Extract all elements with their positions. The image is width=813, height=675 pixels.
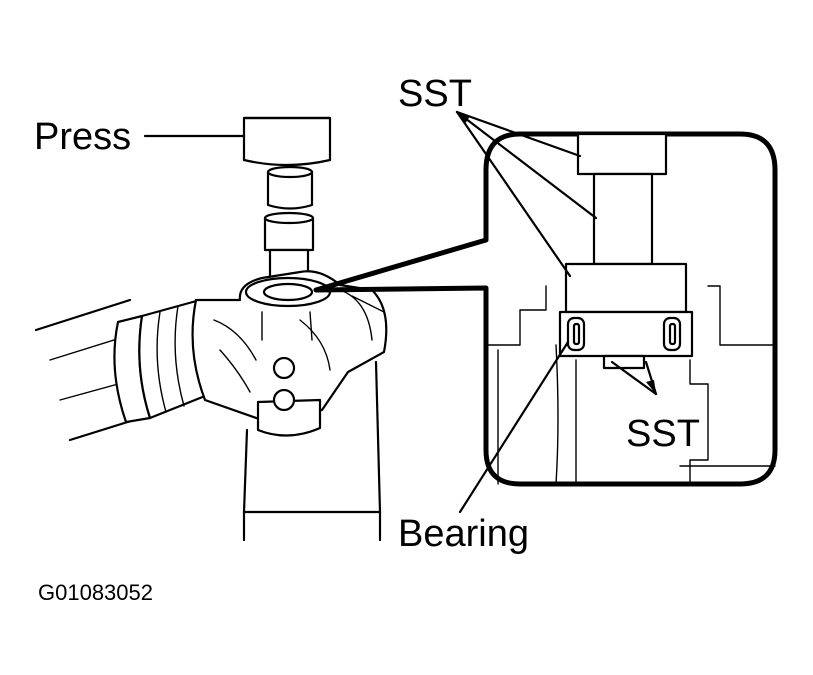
sst-label-top: SST [398, 73, 472, 115]
bearing-label: Bearing [398, 513, 529, 555]
sst-top-leader-2 [455, 110, 598, 220]
detail-inner [485, 132, 776, 485]
sst-top-leader-1 [455, 110, 582, 158]
detail-callout [313, 131, 778, 487]
figure-code: G01083052 [38, 580, 153, 605]
sst-bottom-leader-1 [610, 360, 658, 396]
sst-top-leader-3 [455, 110, 572, 278]
steering-gear-housing [191, 270, 388, 437]
sst-adapter-upper [263, 165, 315, 287]
bearing-leader [458, 340, 570, 514]
press-ram [242, 116, 332, 167]
press-table [242, 360, 382, 542]
leader-lines [143, 110, 658, 514]
sst-label-bottom: SST [626, 413, 700, 455]
press-label: Press [34, 116, 131, 158]
rack-boot [113, 298, 207, 424]
